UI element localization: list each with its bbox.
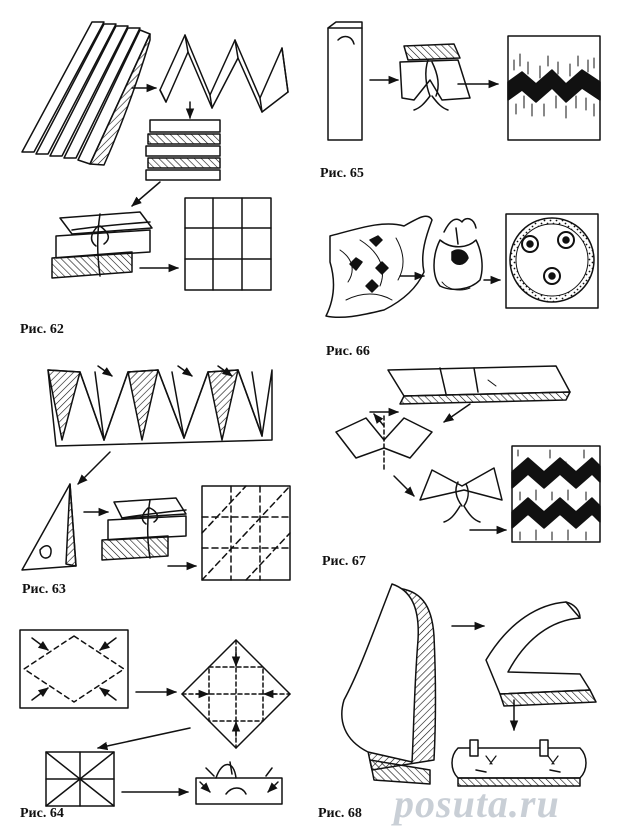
fig63-dashed-grid-result: [201, 485, 291, 581]
fig68-clamped-roll: [451, 739, 587, 787]
fig62-tied-packet: [51, 211, 153, 279]
fig66-caption: Рис. 66: [326, 344, 370, 359]
fig63-drawing: [21, 365, 291, 581]
fig62-grid-result: [184, 197, 272, 291]
fig64-caption: Рис. 64: [20, 806, 64, 821]
fig65-zigzag-result: [507, 35, 601, 141]
fig62-accordion: [159, 34, 289, 113]
fig67-zigzag-result: [511, 445, 601, 543]
fig64-folded-rectangle: [45, 751, 115, 807]
fig67-tied-bow: [419, 467, 503, 523]
fig66-bundled-ball: [433, 217, 483, 291]
fig66-cloth-with-knots: [325, 215, 433, 319]
fig67-v-fold: [335, 407, 433, 471]
fig67-arrow-2: [393, 475, 415, 497]
fig67-arrow-1: [443, 403, 471, 423]
fig67-drawing: [335, 365, 601, 543]
fig65-caption: Рис. 65: [320, 166, 364, 181]
fig63-arrow-1: [77, 451, 111, 485]
fig62-arrow-3: [131, 181, 161, 207]
fig66-circle-result: [505, 213, 599, 309]
fig68-curved-band: [485, 601, 597, 707]
fig65-long-strip: [327, 21, 363, 141]
fig63-folded-triangle: [21, 483, 77, 571]
fig64-tied-packet: [195, 761, 283, 805]
fig68-caption: Рис. 68: [318, 806, 362, 821]
fig67-caption: Рис. 67: [322, 554, 366, 569]
fig63-pleated-triangles: [47, 365, 273, 447]
fig62-caption: Рис. 62: [20, 322, 64, 337]
fig62-pleated-strips: [21, 21, 151, 166]
fig64-square-with-diamond: [19, 629, 129, 709]
fig66-drawing: [325, 213, 599, 319]
fig62-stack: [145, 119, 221, 181]
fig63-tied-bundle: [101, 497, 187, 561]
fig62-drawing: [21, 21, 289, 291]
fig65-drawing: [327, 21, 601, 141]
fig68-drawing: [341, 583, 597, 787]
fig67-folded-band: [387, 365, 571, 405]
fig65-tied-strip: [399, 43, 471, 111]
fig63-caption: Рис. 63: [22, 582, 66, 597]
fig64-drawing: [19, 629, 291, 807]
watermark: posuta.ru: [394, 781, 560, 826]
fig68-folded-cloth: [341, 583, 437, 785]
fig64-arrow-2: [96, 727, 191, 751]
fig64-diamond: [181, 639, 291, 749]
